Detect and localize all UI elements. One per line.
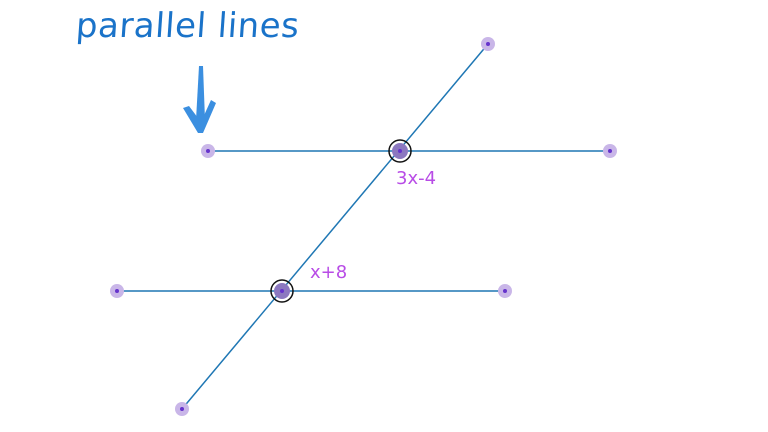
endpoints: [110, 37, 617, 416]
transversal-bottom-point[interactable]: [175, 402, 189, 416]
transversal-line: [181, 43, 489, 410]
upper-intersection[interactable]: [388, 139, 412, 163]
upper-angle-label: 3x-4: [396, 168, 437, 189]
transversal-top-point[interactable]: [481, 37, 495, 51]
lower-intersection[interactable]: [270, 279, 294, 303]
lower-angle-label: x+8: [310, 262, 348, 283]
top-line-left-point[interactable]: [201, 144, 215, 158]
top-line-right-point[interactable]: [603, 144, 617, 158]
bottom-line-right-point[interactable]: [498, 284, 512, 298]
down-arrow-icon: [183, 66, 216, 133]
intersections: [270, 139, 412, 303]
annotation-title: parallel lines: [74, 6, 301, 46]
bottom-line-left-point[interactable]: [110, 284, 124, 298]
